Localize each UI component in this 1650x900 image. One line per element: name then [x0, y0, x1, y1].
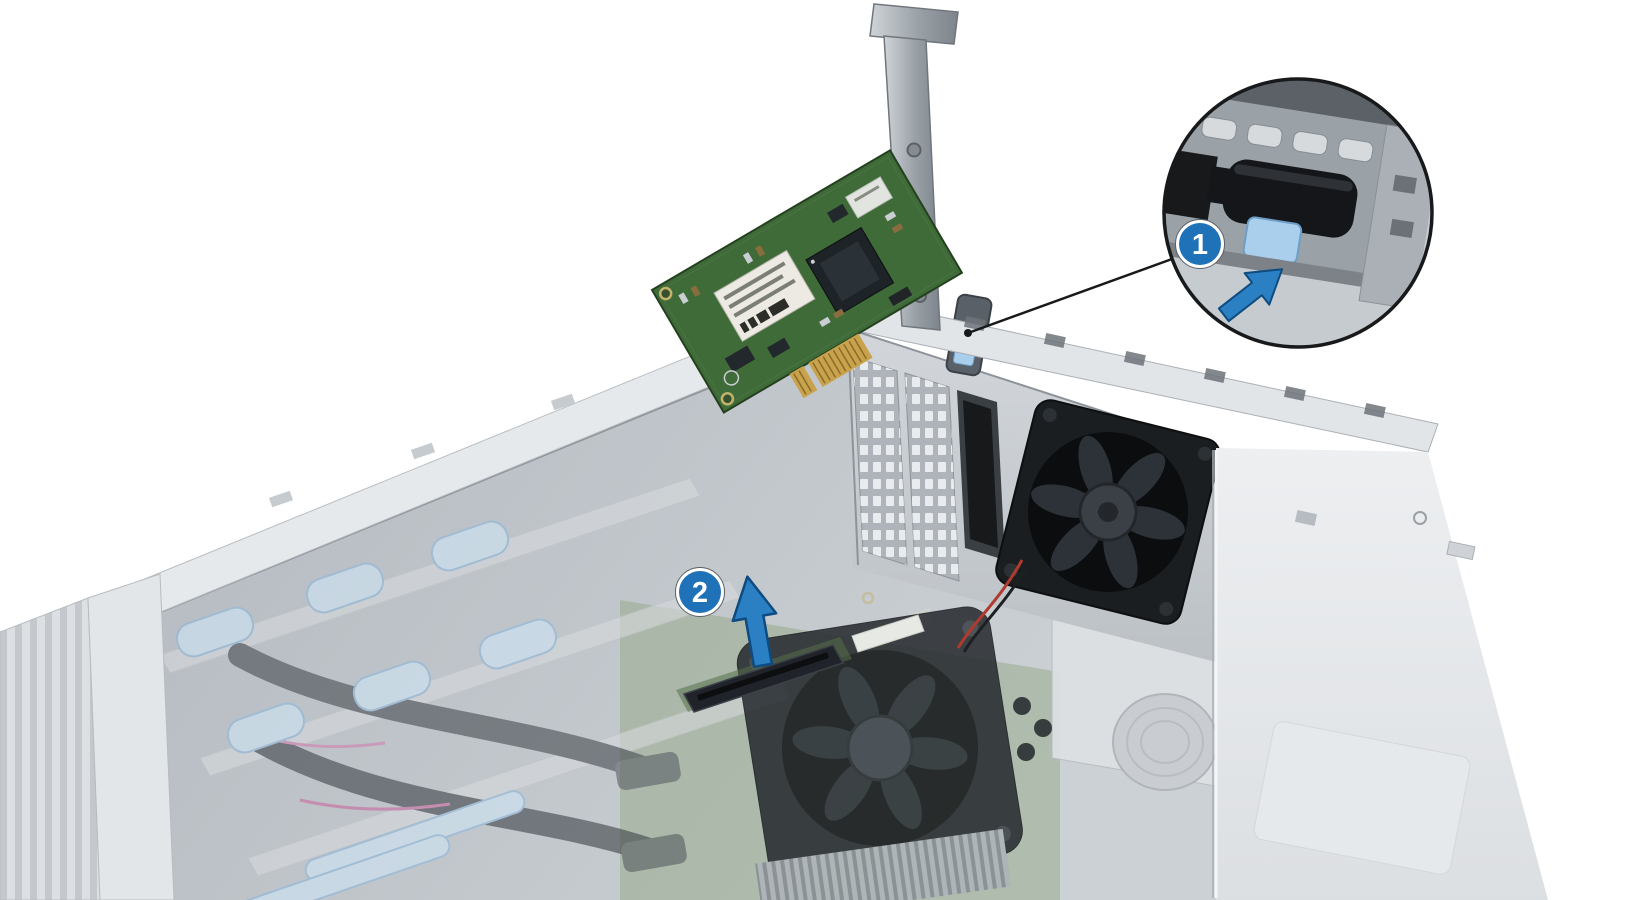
leader-line [967, 257, 1173, 335]
press-latch-arrow-icon [1217, 268, 1284, 323]
card-label [713, 249, 816, 342]
heatsink-fins [755, 828, 1011, 900]
slot-vent-cover-2 [904, 372, 960, 582]
case-fan [995, 399, 1221, 625]
lift-card-arrow-icon [731, 575, 778, 669]
ribbon-cable [228, 643, 660, 782]
empty-slot-opening [957, 390, 1005, 560]
step-2-badge: 2 [675, 567, 725, 617]
rear-panel [847, 293, 1221, 662]
magnified-callout [1162, 77, 1434, 349]
expansion-card [650, 3, 964, 414]
cpu-cooler [736, 606, 1052, 900]
side-panel [1212, 448, 1548, 900]
step-1-label: 1 [1192, 229, 1208, 261]
gold-edge-connector [789, 333, 873, 399]
step-1-badge: 1 [1175, 219, 1225, 269]
fan-cables [956, 559, 1030, 653]
smd-components [678, 203, 913, 373]
drive-bay-area [159, 477, 791, 900]
bracket-screw [906, 142, 922, 158]
step-2-label: 2 [692, 577, 708, 609]
drive-carrier-latches [175, 520, 558, 900]
front-bezel [0, 573, 175, 900]
pcie-slot [676, 614, 925, 713]
bga-chip [805, 226, 895, 316]
slot-vent-cover-1 [852, 356, 908, 566]
callout-circle [1162, 77, 1434, 349]
chassis [0, 293, 1548, 900]
